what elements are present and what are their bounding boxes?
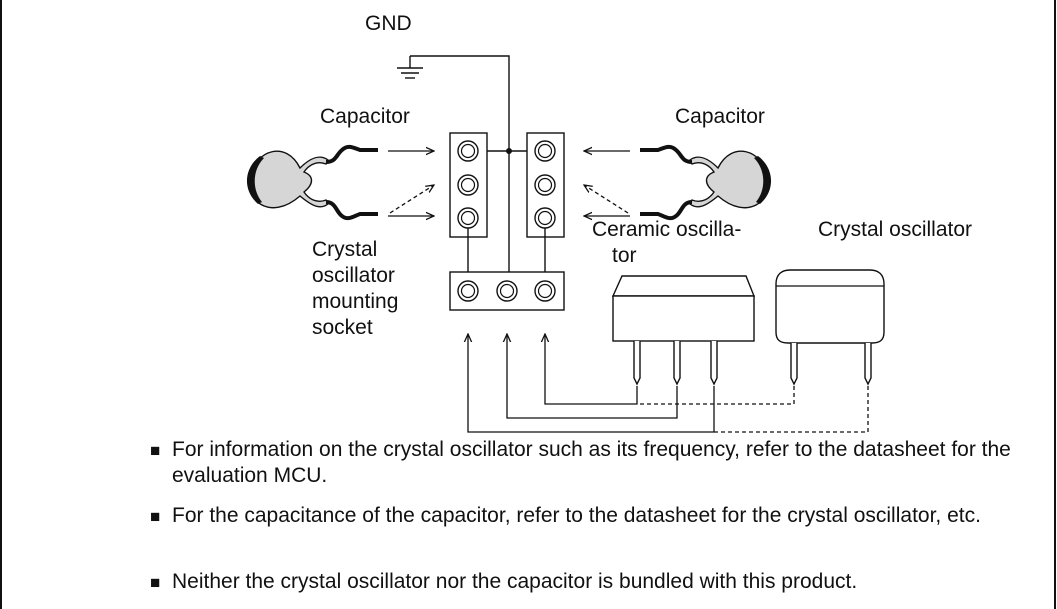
note-text: For information on the crystal oscillato… (172, 438, 1011, 487)
capacitor-right-label: Capacitor (675, 105, 765, 128)
capacitor-left-icon (246, 144, 378, 221)
left-dashed-arrow (389, 185, 434, 214)
pin-wire-left (468, 334, 715, 433)
socket-bottom-row (449, 271, 565, 311)
gnd-wire (410, 55, 510, 285)
crystal-oscillator-icon (775, 269, 885, 386)
socket-right-column (526, 132, 565, 238)
note-text: For the capacitance of the capacitor, re… (172, 504, 981, 527)
ceramic-oscillator-icon (611, 275, 756, 386)
bullet-icon: ■ (150, 573, 161, 592)
capacitor-right-icon (640, 144, 772, 221)
pin-wire-middle (507, 334, 678, 419)
crystal-pin-wire-left (637, 386, 795, 405)
ground-icon (397, 56, 423, 79)
pin-wire-right (545, 334, 638, 405)
ceramic-oscillator-label-line2: tor (612, 244, 637, 267)
socket-label-line3: mounting (312, 290, 398, 313)
crystal-pin-wire-right (714, 386, 869, 433)
gnd-label: GND (365, 12, 412, 35)
right-dashed-arrow (584, 185, 629, 214)
socket-left-column (449, 132, 488, 238)
ceramic-oscillator-label-line1: Ceramic oscilla- (592, 218, 741, 241)
socket-label-line1: Crystal (312, 238, 377, 261)
socket-label-line2: oscillator (312, 264, 395, 287)
crystal-oscillator-label: Crystal oscillator (818, 218, 972, 241)
capacitor-left-label: Capacitor (320, 105, 410, 128)
bullet-icon: ■ (150, 507, 161, 526)
bullet-icon: ■ (150, 441, 161, 460)
socket-label-line4: socket (312, 316, 373, 339)
note-text: Neither the crystal oscillator nor the c… (172, 570, 858, 593)
